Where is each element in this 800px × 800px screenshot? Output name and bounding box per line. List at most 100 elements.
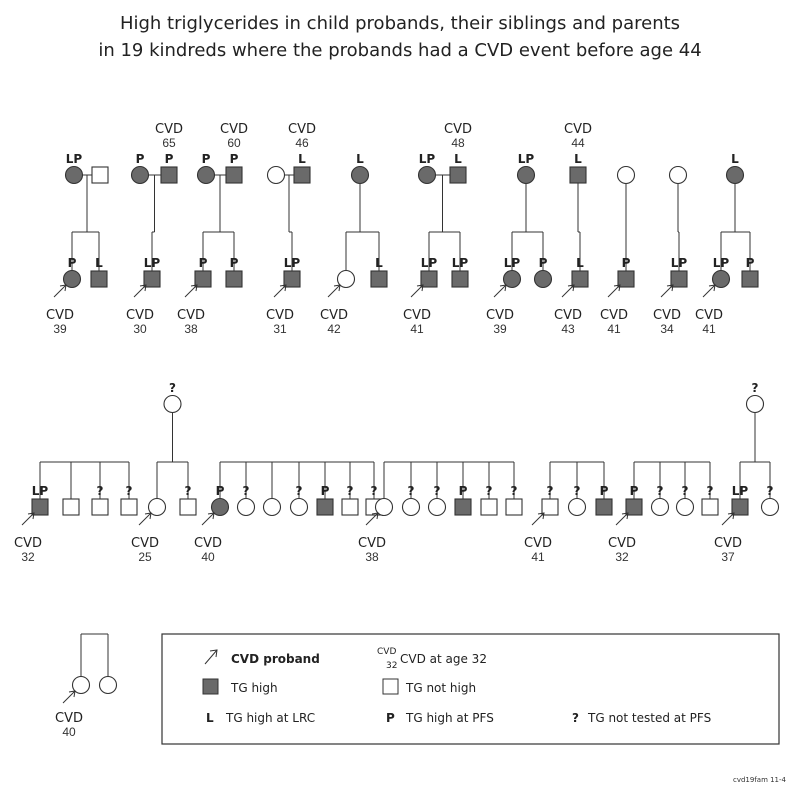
legend-tg-high-swatch: [202, 678, 219, 695]
female-tg-high-circle: [196, 165, 216, 185]
tg-code-label: P: [202, 152, 211, 166]
female-tg-high-circle: [502, 269, 522, 289]
tg-code-label: ?: [126, 484, 133, 498]
proband-cvd-label: CVD: [358, 536, 386, 551]
tg-code-label: ?: [434, 484, 441, 498]
arrow-shaft: [410, 284, 424, 298]
arrow-shaft: [365, 512, 379, 526]
tg-code-label: LP: [518, 152, 535, 166]
male-tg-not-high-square: [341, 498, 359, 516]
male-tg-high-square: [420, 270, 438, 288]
proband-arrow-icon: [365, 512, 379, 526]
parent-cvd-label: CVD: [564, 122, 592, 137]
proband-cvd-label: CVD: [266, 308, 294, 323]
proband-cvd-age: 40: [62, 725, 76, 739]
legend-tg-high-label: TG high: [230, 681, 278, 695]
female-tg-high-circle: [350, 165, 370, 185]
male-tg-high-square: [454, 498, 472, 516]
proband-cvd-age: 41: [531, 550, 545, 564]
proband-arrow-icon: [201, 512, 215, 526]
male-tg-high-square: [31, 498, 49, 516]
proband-cvd-label: CVD: [194, 536, 222, 551]
tg-code-label: LP: [421, 256, 438, 270]
parent-cvd-label: CVD: [444, 122, 472, 137]
tg-code-label: LP: [732, 484, 749, 498]
tg-code-label: LP: [32, 484, 49, 498]
proband-arrow-icon: [184, 284, 198, 298]
proband-arrow-icon: [53, 284, 67, 298]
proband-cvd-age: 43: [561, 322, 575, 336]
male-tg-high-square: [225, 166, 243, 184]
male-tg-high-square: [625, 498, 643, 516]
female-tg-not-high-circle: [401, 497, 421, 517]
legend-proband-label: CVD proband: [231, 652, 320, 666]
arrow-head: [68, 690, 76, 698]
parent-cvd-age: 65: [162, 136, 176, 150]
proband-cvd-label: CVD: [320, 308, 348, 323]
arrow-shaft: [561, 284, 575, 298]
arrow-head: [371, 512, 379, 520]
tg-code-label: ?: [169, 381, 176, 395]
female-tg-high-circle: [64, 165, 84, 185]
proband-cvd-label: CVD: [653, 308, 681, 323]
female-tg-not-high-circle: [71, 675, 91, 695]
tg-code-label: ?: [185, 484, 192, 498]
proband-cvd-age: 38: [365, 550, 379, 564]
female-tg-not-high-circle: [427, 497, 447, 517]
parent-cvd-label: CVD: [288, 122, 316, 137]
parent-cvd-age: 48: [451, 136, 465, 150]
male-tg-high-square: [225, 270, 243, 288]
proband-cvd-age: 32: [615, 550, 629, 564]
proband-cvd-age: 34: [660, 322, 674, 336]
tg-code-label: LP: [713, 256, 730, 270]
parent-cvd-age: 44: [571, 136, 585, 150]
female-tg-not-high-circle: [236, 497, 256, 517]
male-tg-high-square: [451, 270, 469, 288]
arrow-head: [59, 284, 67, 292]
figure-footer: cvd19fam 11-4: [732, 776, 786, 784]
legend-tg-not-high-label: TG not high: [405, 681, 476, 695]
female-tg-not-high-circle: [266, 165, 286, 185]
proband-arrow-icon: [721, 512, 735, 526]
tg-code-label: LP: [66, 152, 83, 166]
arrow-shaft: [531, 512, 545, 526]
proband-arrow-icon: [133, 284, 147, 298]
arrow-head: [333, 284, 341, 292]
tg-code-label: L: [298, 152, 306, 166]
male-tg-high-square: [90, 270, 108, 288]
male-tg-not-high-square: [480, 498, 498, 516]
proband-arrow-icon: [273, 284, 287, 298]
male-tg-high-square: [595, 498, 613, 516]
tg-code-label: L: [574, 152, 582, 166]
legend-q-label: TG not tested at PFS: [587, 711, 711, 725]
tg-code-label: L: [375, 256, 383, 270]
proband-cvd-label: CVD: [55, 711, 83, 726]
male-tg-high-square: [160, 166, 178, 184]
arrow-shaft: [138, 512, 152, 526]
female-tg-not-high-circle: [760, 497, 780, 517]
female-tg-not-high-circle: [675, 497, 695, 517]
proband-cvd-label: CVD: [46, 308, 74, 323]
tg-code-label: ?: [97, 484, 104, 498]
female-tg-not-high-circle: [616, 165, 636, 185]
proband-arrow-icon: [702, 284, 716, 298]
arrow-head: [727, 512, 735, 520]
male-tg-high-square: [670, 270, 688, 288]
tg-code-label: ?: [547, 484, 554, 498]
legend-cvd-sample-age: 32: [386, 661, 397, 671]
proband-cvd-age: 42: [327, 322, 341, 336]
male-tg-not-high-square: [541, 498, 559, 516]
tg-code-label: ?: [243, 484, 250, 498]
male-tg-not-high-square: [91, 166, 109, 184]
female-tg-high-circle: [210, 497, 230, 517]
male-tg-not-high-square: [91, 498, 109, 516]
arrow-head: [279, 284, 287, 292]
